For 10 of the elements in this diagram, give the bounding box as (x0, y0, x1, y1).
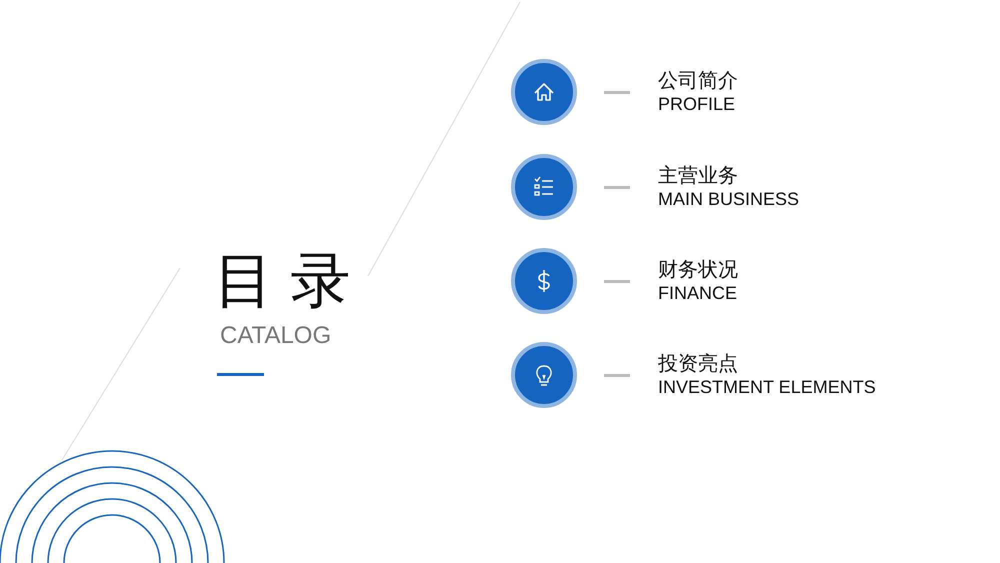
section-title: 财务状况 (658, 259, 738, 281)
section-subtitle: MAIN BUSINESS (658, 189, 800, 209)
section-title: 主营业务 (658, 165, 738, 187)
section-subtitle: INVESTMENT ELEMENTS (658, 377, 876, 397)
catalog-title: 目 录 (214, 248, 351, 314)
catalog-subtitle: CATALOG (220, 322, 332, 350)
section-subtitle: PROFILE (658, 94, 736, 114)
section-title: 公司简介 (658, 70, 738, 92)
section-subtitle: FINANCE (658, 283, 738, 303)
section-title: 投资亮点 (658, 353, 738, 375)
